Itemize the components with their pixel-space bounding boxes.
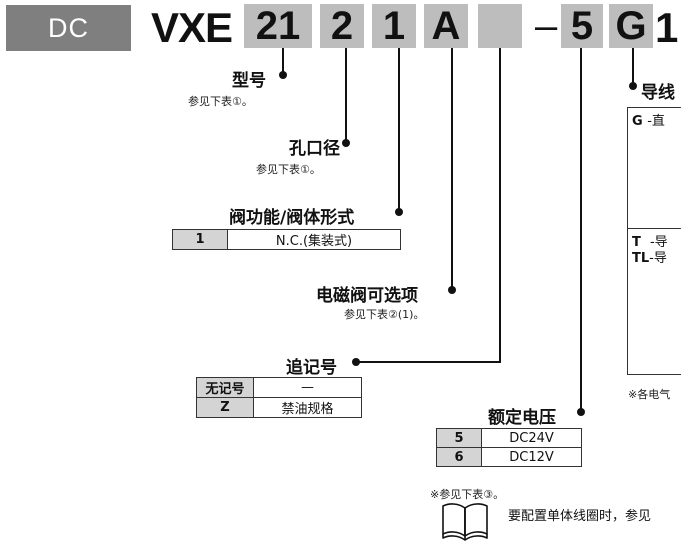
lead-row-tl: TL-导 [632,251,667,266]
lead-row-t: T -导 [632,235,668,250]
suffix-value: 禁油规格 [253,397,362,418]
suffix-label: 追记号 [286,358,337,378]
voltage-note: ※参见下表③。 [430,488,505,501]
suffix-code: Z [196,397,254,418]
code-trailing-digit: 1 [655,4,679,51]
voltage-value: DC24V [481,428,582,448]
voltage-label: 额定电压 [488,408,556,428]
book-icon [442,503,488,541]
suffix-code: 无记号 [196,377,254,398]
code-box-lead: G [609,4,653,48]
options-note: 参见下表②(1)。 [344,308,425,321]
lead-table-divider [627,228,681,229]
code-box-suffix [478,4,522,48]
voltage-table: 5 DC24V 6 DC12V [436,428,582,467]
table-row: 无记号 — [196,377,362,398]
valve-function-table: 1 N.C.(集装式) [172,229,401,250]
orifice-label: 孔口径 [289,139,340,159]
lead-label: 导线 [641,83,675,103]
voltage-code: 6 [436,447,482,467]
model-note: 参见下表①。 [188,95,253,108]
table-row: Z 禁油规格 [196,397,362,418]
code-box-voltage: 5 [561,4,603,48]
model-label: 型号 [232,71,266,91]
code-separator: – [535,4,558,48]
suffix-table: 无记号 — Z 禁油规格 [196,377,362,418]
options-label: 电磁阀可选项 [316,286,418,306]
valve-function-label: 阀功能/阀体形式 [229,208,355,228]
orifice-note: 参见下表①。 [256,163,321,176]
suffix-value: — [253,377,362,398]
voltage-code: 5 [436,428,482,448]
lead-footnote: ※各电气 [628,388,671,401]
code-box-model: 21 [244,4,312,48]
valve-function-code: 1 [172,229,228,250]
model-prefix: VXE [151,4,233,51]
code-box-orifice: 2 [320,4,364,48]
code-box-options: A [424,4,468,48]
lead-table [627,107,681,375]
table-row: 1 N.C.(集装式) [172,229,401,250]
code-box-valve-function: 1 [372,4,416,48]
lead-row-g: G -直 [632,114,665,129]
book-note: 要配置单体线圈时，参见 [508,509,652,524]
voltage-value: DC12V [481,447,582,467]
valve-function-value: N.C.(集装式) [227,229,401,250]
table-row: 5 DC24V [436,428,582,448]
series-badge: DC [6,5,131,51]
table-row: 6 DC12V [436,447,582,467]
